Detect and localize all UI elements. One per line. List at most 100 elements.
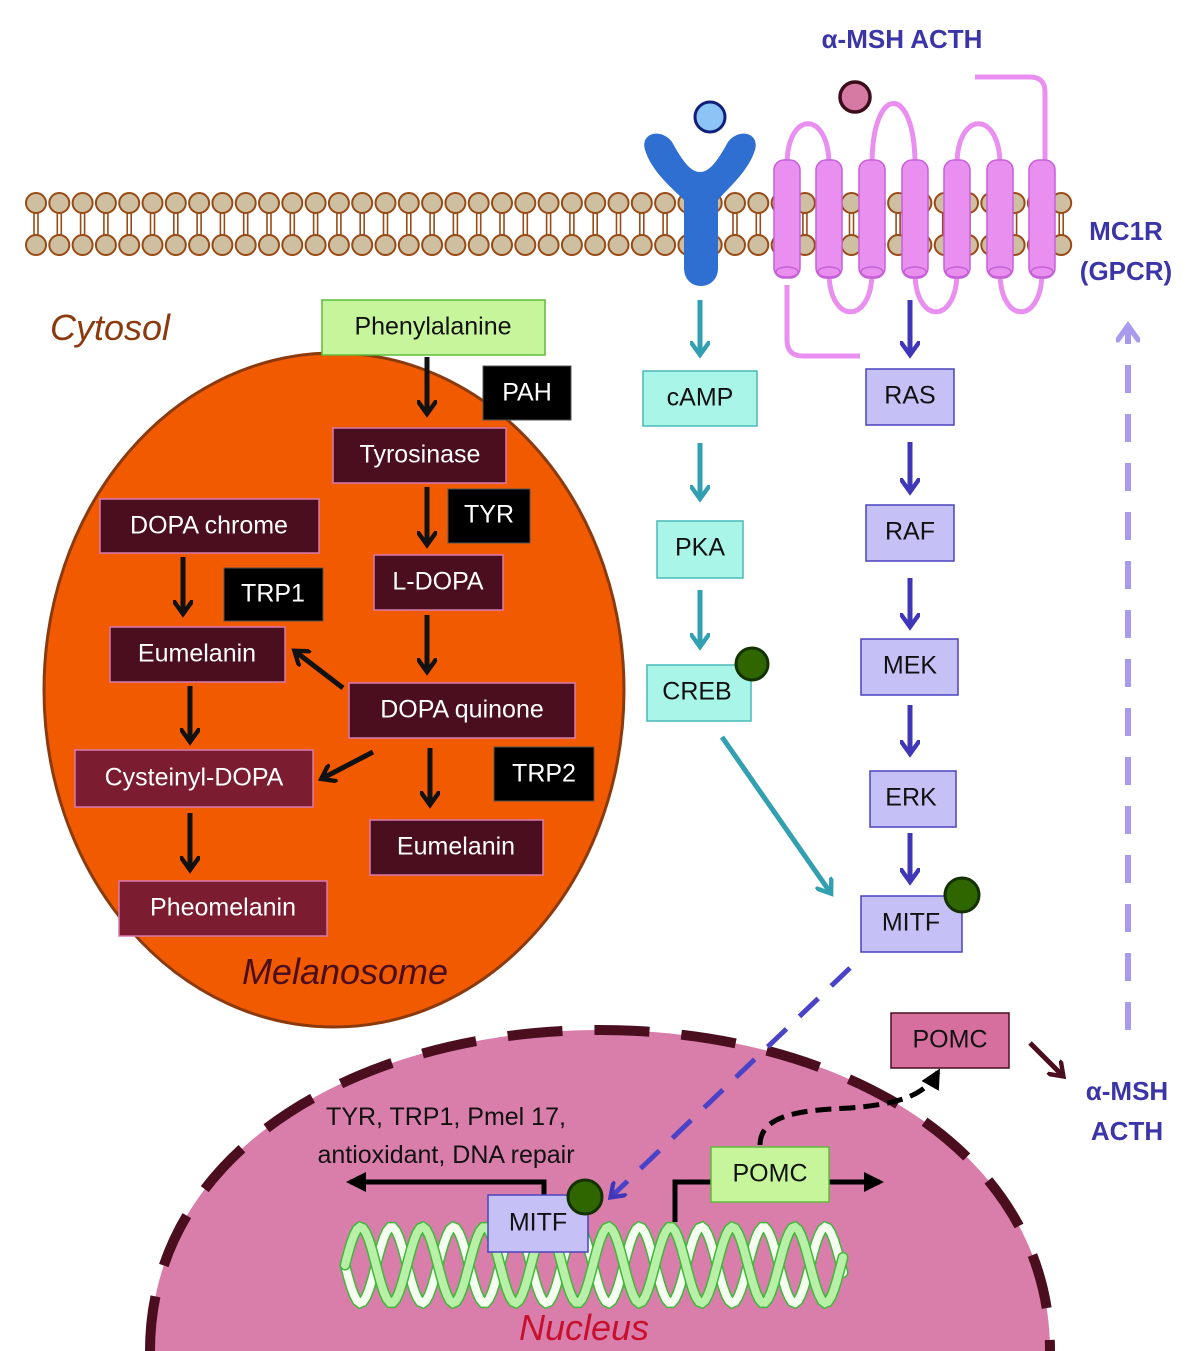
dopa-quinone-text: DOPA quinone xyxy=(380,696,544,724)
phospholipid xyxy=(747,192,770,256)
phospholipid xyxy=(211,192,234,256)
gpcr-extracellular-loop xyxy=(869,101,918,166)
gpcr-transmembrane-helix xyxy=(986,159,1014,279)
pka-box: PKA xyxy=(656,520,744,579)
gpcr-intracellular-loop xyxy=(826,271,875,315)
nuclear-envelope xyxy=(145,1024,1055,1351)
phospholipid xyxy=(630,192,653,256)
tyrosinase-box: Tyrosinase xyxy=(332,427,507,484)
dna-double-helix xyxy=(339,1220,849,1310)
pheomelanin-box: Pheomelanin xyxy=(118,880,328,937)
phospholipid xyxy=(281,192,304,256)
phospholipid xyxy=(94,192,117,256)
creb-phosphorylation-icon xyxy=(734,646,770,682)
enzyme-trp2-text: TRP2 xyxy=(512,760,576,788)
phenylalanine-box: Phenylalanine xyxy=(321,299,546,356)
receptor-label: MC1R xyxy=(1089,216,1163,246)
phospholipid xyxy=(421,192,444,256)
target-genes-arrow xyxy=(346,1172,547,1196)
alpha-msh-ligand-icon xyxy=(838,80,872,114)
phospholipid xyxy=(654,192,677,256)
ldopa-box: L-DOPA xyxy=(373,554,504,611)
gpcr-transmembrane-helix xyxy=(815,159,843,279)
pheomelanin-text: Pheomelanin xyxy=(150,894,296,922)
eumelanin-right-text: Eumelanin xyxy=(397,833,515,861)
erk-text: ERK xyxy=(885,784,937,812)
phospholipid xyxy=(48,192,71,256)
ras-text: RAS xyxy=(884,382,935,410)
gpcr-transmembrane-helix xyxy=(858,159,886,279)
mitf-phosphorylation-icon xyxy=(943,876,981,914)
phospholipid xyxy=(514,192,537,256)
pomc-gene-text: POMC xyxy=(733,1160,808,1188)
enzyme-pah-box: PAH xyxy=(482,365,572,421)
nucleus-label: Nucleus xyxy=(519,1307,649,1348)
camp-pathway-arrows xyxy=(700,300,830,892)
gpcr-intracellular-loop xyxy=(997,271,1045,315)
gpcr-extracellular-loop xyxy=(954,121,1003,166)
eumelanin-left-text: Eumelanin xyxy=(138,640,256,668)
gpcr-transmembrane-helix xyxy=(943,159,971,279)
receptor-blue-y xyxy=(644,100,756,286)
dopa-chrome-text: DOPA chrome xyxy=(130,512,288,540)
phospholipid xyxy=(491,192,513,256)
pomc-gene-box: POMC xyxy=(710,1146,830,1203)
creb-text: CREB xyxy=(662,678,731,706)
pomc-protein-text: POMC xyxy=(913,1026,988,1054)
phospholipid xyxy=(397,192,420,256)
phospholipid xyxy=(467,192,490,256)
melanosome-label: Melanosome xyxy=(242,951,448,992)
pka-text: PKA xyxy=(675,534,725,562)
gpcr-n-terminus xyxy=(975,74,1048,165)
camp-text: cAMP xyxy=(667,384,734,412)
target-genes-line1: TYR, TRP1, Pmel 17, xyxy=(326,1103,566,1131)
mc1r-gpcr xyxy=(773,74,1056,359)
phospholipid xyxy=(840,192,863,256)
phospholipid xyxy=(374,192,397,256)
tyrosinase-text: Tyrosinase xyxy=(360,441,481,469)
phenylalanine-text: Phenylalanine xyxy=(354,313,511,341)
phospholipid xyxy=(537,192,560,256)
phospholipid xyxy=(351,192,374,256)
arrow-creb-to-mitf xyxy=(719,735,830,892)
gpcr-transmembrane-helix xyxy=(773,159,801,279)
eumelanin-right-box: Eumelanin xyxy=(369,819,544,876)
gpcr-transmembrane-helix xyxy=(1028,159,1056,279)
mek-box: MEK xyxy=(860,638,959,696)
gpcr-intracellular-loop xyxy=(912,271,960,315)
dopa-chrome-box: DOPA chrome xyxy=(99,498,320,554)
cysteinyl-dopa-text: Cysteinyl-DOPA xyxy=(105,764,284,792)
creb-box: CREB xyxy=(646,664,752,722)
phospholipid xyxy=(584,192,607,256)
mitf-nuclear-phosphorylation-icon xyxy=(566,1178,604,1216)
mitf-cytosol-box: MITF xyxy=(860,895,963,953)
target-genes-line2: antioxidant, DNA repair xyxy=(317,1141,574,1169)
phospholipid xyxy=(71,192,94,256)
phospholipid xyxy=(164,192,187,256)
phospholipid xyxy=(304,192,327,256)
phospholipid xyxy=(258,192,280,256)
cysteinyl-dopa-box: Cysteinyl-DOPA xyxy=(74,749,314,808)
phospholipid xyxy=(25,192,47,256)
secreted-acth-label: ACTH xyxy=(1091,1116,1163,1146)
receptor-type-label: (GPCR) xyxy=(1080,256,1172,286)
enzyme-trp1-text: TRP1 xyxy=(241,580,305,608)
erk-box: ERK xyxy=(869,770,957,828)
phospholipid xyxy=(444,192,467,256)
phospholipid xyxy=(188,192,211,256)
raf-box: RAF xyxy=(865,504,955,562)
blue-receptor-shape xyxy=(644,133,756,286)
mek-text: MEK xyxy=(883,652,938,680)
enzyme-trp1-box: TRP1 xyxy=(223,567,324,622)
phospholipid xyxy=(234,192,257,256)
pomc-protein-box: POMC xyxy=(890,1012,1010,1069)
blue-ligand-icon xyxy=(693,100,727,134)
secreted-alpha-msh-label: α-MSH xyxy=(1086,1076,1168,1106)
enzyme-trp2-box: TRP2 xyxy=(493,746,595,802)
gpcr-transmembrane-helix xyxy=(901,159,929,279)
mitf-cytosol-text: MITF xyxy=(882,909,940,937)
dna-strand xyxy=(341,1222,847,1308)
phospholipid xyxy=(327,192,350,256)
phospholipid xyxy=(141,192,164,256)
